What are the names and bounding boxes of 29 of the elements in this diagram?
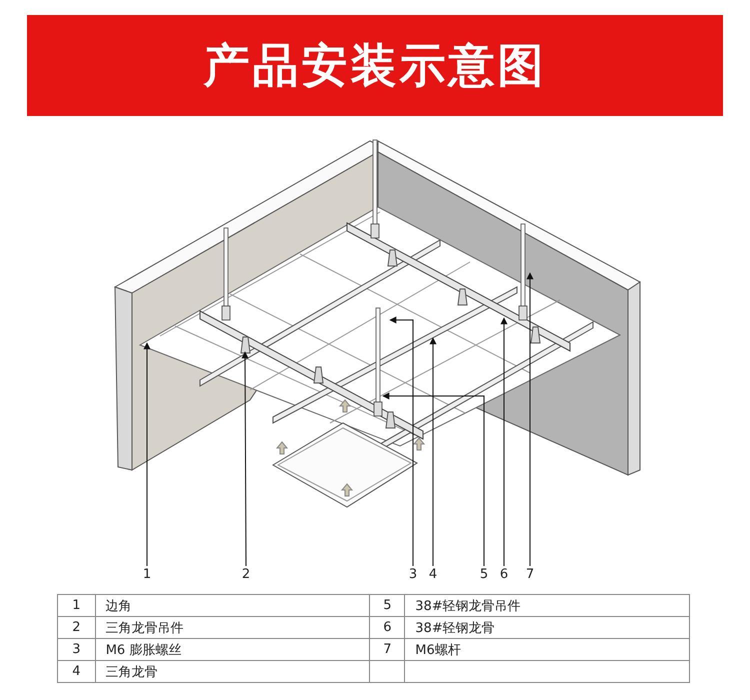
leader-line [430,337,436,566]
leader-line [382,392,484,566]
item-number: 4 [58,660,96,682]
callout-number: 2 [240,567,252,583]
part-name: M6 膨胀螺丝 [95,638,370,660]
leader-line [526,272,534,566]
item-number: 1 [58,594,96,616]
callout-number: 4 [427,567,439,583]
part-name: 边角 [95,594,370,616]
part-name: M6螺杆 [404,638,690,660]
leader-line [500,317,508,566]
leader-line [389,316,414,566]
part-name: 38#轻钢龙骨吊件 [404,594,690,616]
leader-line [144,342,150,566]
callout-number: 3 [407,567,419,583]
item-number: 7 [370,638,405,660]
leader-line [242,351,249,566]
item-number: 2 [58,616,96,638]
item-number: 3 [58,638,96,660]
part-name: 三角龙骨吊件 [95,616,370,638]
callout-number: 6 [498,567,510,583]
item-number: 5 [370,594,405,616]
callout-number: 7 [524,567,536,583]
callout-number: 5 [478,567,490,583]
page-title: 产品安装示意图 [202,37,548,93]
part-name: 三角龙骨 [95,660,370,682]
item-number: 6 [370,616,405,638]
callout-number: 1 [141,567,153,583]
part-name: 38#轻钢龙骨 [404,616,690,638]
